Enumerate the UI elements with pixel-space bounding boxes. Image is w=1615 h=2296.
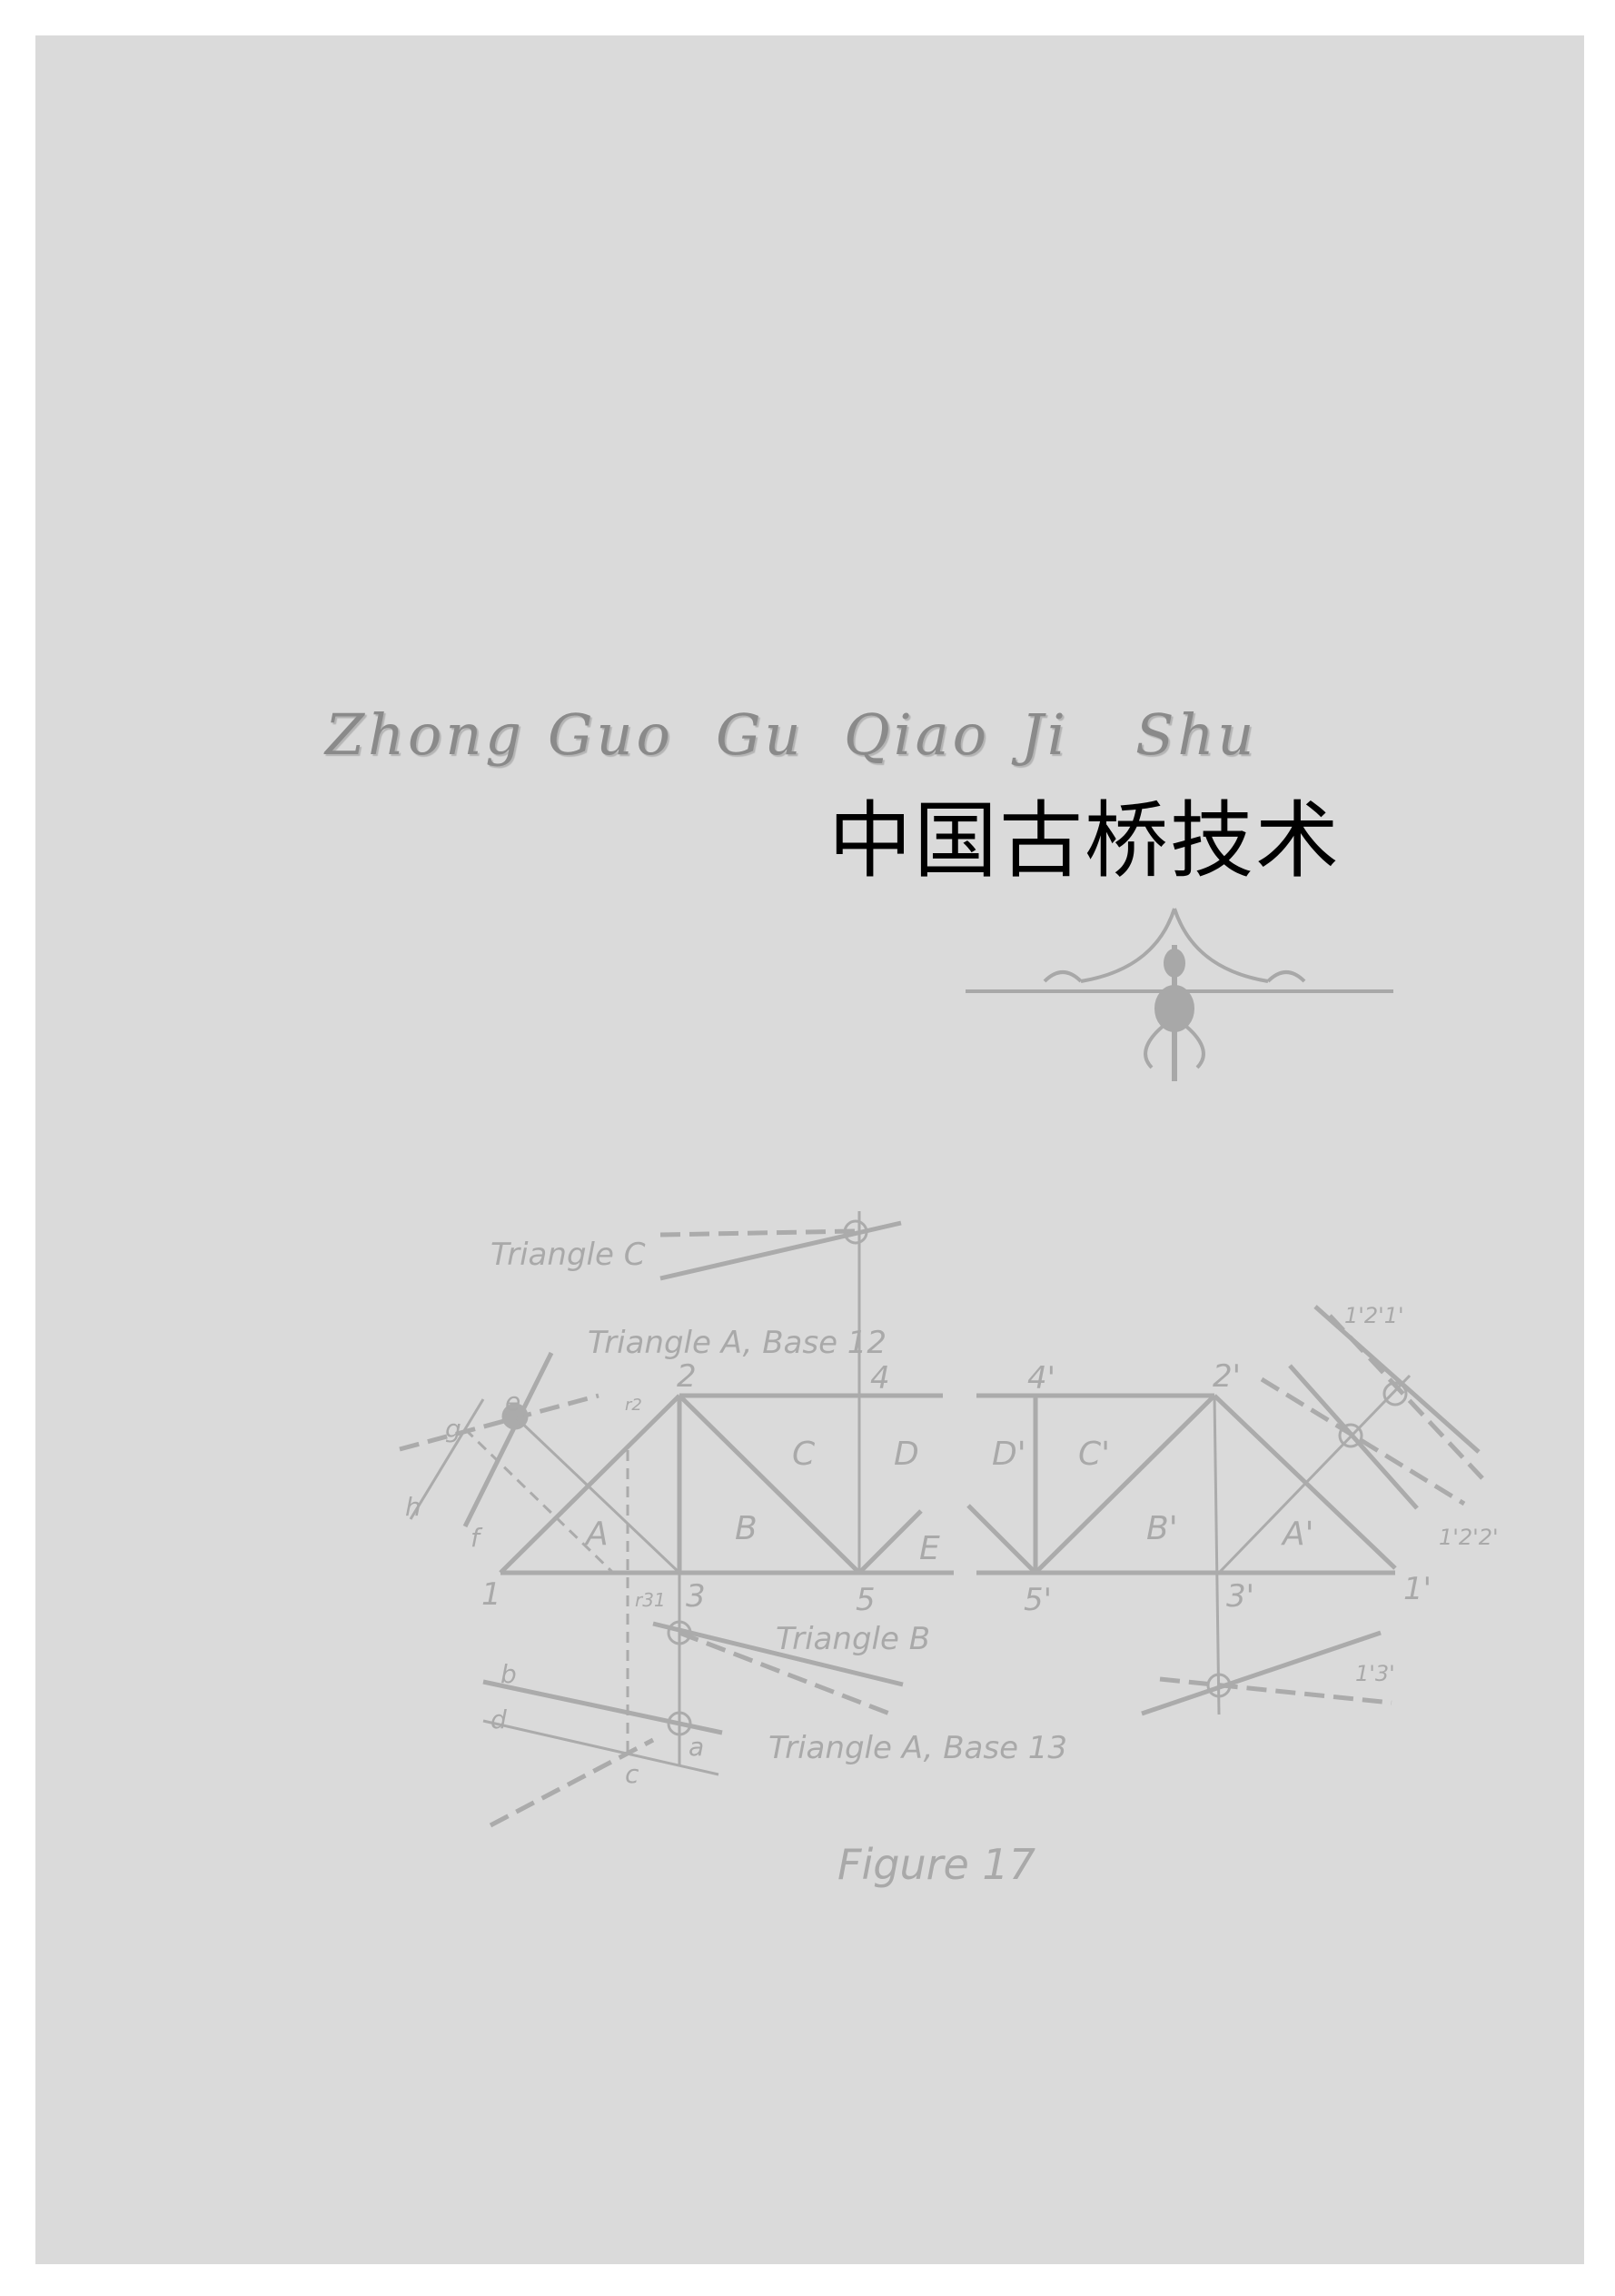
- point-label: 1'2'2': [1439, 1525, 1499, 1550]
- panel-label: A: [584, 1516, 609, 1553]
- node-label: 3: [686, 1578, 706, 1615]
- pinyin-word: Guo: [548, 701, 674, 768]
- node-label: 2: [677, 1358, 697, 1395]
- panel-label: C': [1078, 1436, 1110, 1473]
- node-label: 4': [1027, 1360, 1055, 1396]
- node-label: 2': [1213, 1358, 1241, 1395]
- point-label: h: [405, 1492, 421, 1522]
- figure-labels: Triangle C Triangle A, Base 12 Triangle …: [405, 1237, 1499, 1889]
- point-label: d: [490, 1705, 507, 1734]
- panel-label: B': [1146, 1510, 1178, 1547]
- pinyin-word: Gu: [716, 701, 805, 768]
- pinyin-word: Qiao: [844, 701, 990, 768]
- panel-label: D': [992, 1436, 1026, 1473]
- panel-label: C: [792, 1436, 816, 1473]
- pinyin-word: Zhong: [325, 701, 525, 768]
- panel-label: E: [919, 1530, 940, 1567]
- point-label: c: [625, 1759, 639, 1789]
- point-label: b: [500, 1659, 517, 1689]
- point-label: 1'3': [1355, 1661, 1395, 1686]
- node-label: 3': [1226, 1578, 1254, 1615]
- point-label: 1'2'1': [1344, 1303, 1404, 1328]
- label-triangle-b: Triangle B: [776, 1621, 930, 1657]
- flourish-divider-icon: [966, 908, 1393, 1081]
- label-triangle-a-12: Triangle A, Base 12: [588, 1325, 887, 1361]
- point-label: f: [471, 1523, 483, 1553]
- cover-sheet: [35, 35, 1584, 2264]
- truss-diagram: [399, 1211, 1484, 1828]
- node-label: 1: [481, 1576, 501, 1613]
- pinyin-word: Shu: [1135, 701, 1258, 768]
- label-triangle-c: Triangle C: [490, 1237, 646, 1273]
- node-label: 1': [1403, 1571, 1432, 1607]
- point-label: g: [445, 1414, 461, 1444]
- label-triangle-a-13: Triangle A, Base 13: [768, 1730, 1067, 1766]
- panel-label: A': [1281, 1516, 1314, 1553]
- figure-caption: Figure 17: [837, 1840, 1035, 1889]
- node-label: 5': [1024, 1582, 1052, 1618]
- pinyin-word: Ji: [1021, 701, 1069, 768]
- panel-label: D: [894, 1436, 919, 1473]
- panel-label: B: [735, 1510, 758, 1547]
- node-label: 4: [870, 1360, 890, 1396]
- point-label: r2: [625, 1396, 642, 1415]
- book-title: 中国古桥技术: [828, 792, 1342, 890]
- point-label: e: [505, 1387, 520, 1416]
- node-label: 5: [856, 1582, 876, 1618]
- point-label: a: [689, 1732, 704, 1762]
- point-label: r31: [635, 1589, 666, 1611]
